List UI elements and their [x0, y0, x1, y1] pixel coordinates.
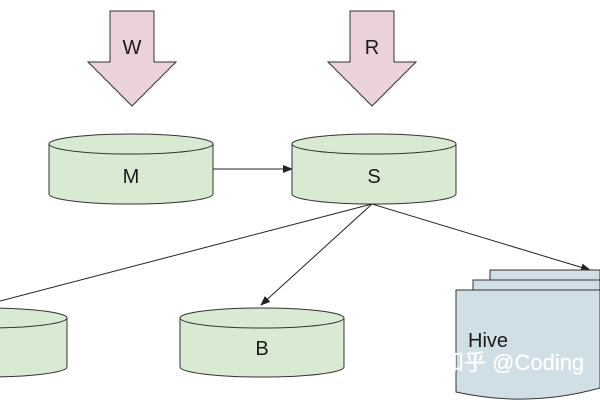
slave-label: S — [367, 166, 380, 188]
watermark-text: 知乎 @Coding — [442, 350, 584, 375]
edge-slave-to-hive — [371, 203, 591, 272]
hive-document-stack: Hive — [455, 269, 600, 400]
read-arrow: R — [326, 10, 418, 107]
master-label: M — [123, 166, 140, 188]
master-database: M — [48, 133, 214, 205]
write-arrow: W — [86, 10, 178, 107]
b-label: B — [255, 338, 268, 360]
b-database: B — [179, 307, 345, 378]
slave-database: S — [291, 133, 457, 205]
write-arrow-label: W — [123, 37, 142, 59]
edge-slave-to-a — [0, 203, 373, 302]
edge-slave-to-b — [260, 203, 373, 306]
a-database — [0, 307, 68, 378]
edges — [0, 165, 591, 306]
read-arrow-label: R — [365, 37, 379, 59]
hive-label: Hive — [468, 330, 508, 352]
